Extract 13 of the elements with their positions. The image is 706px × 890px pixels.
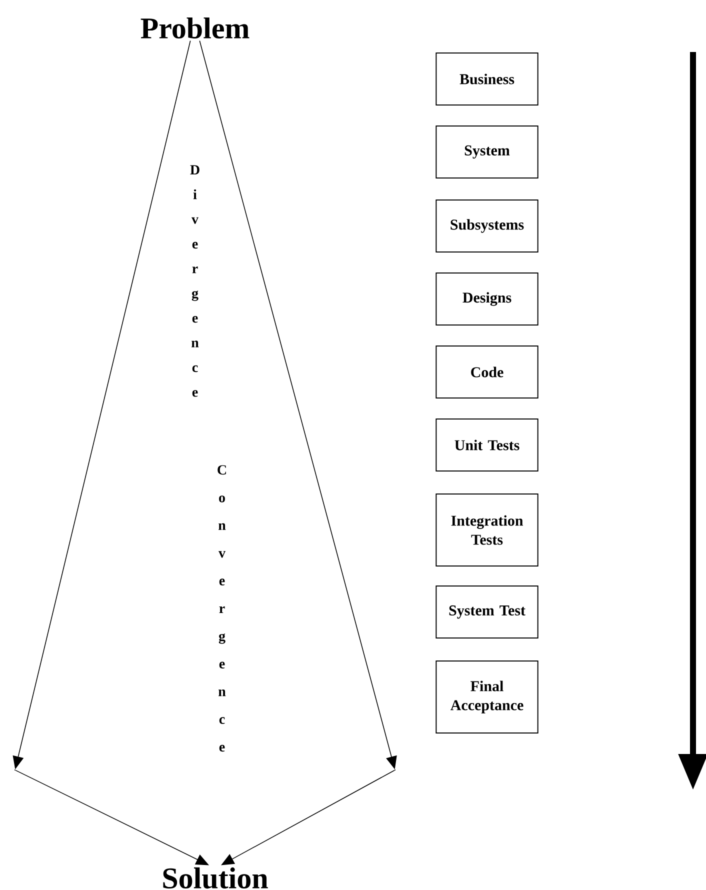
stage-box: Final Acceptance	[436, 660, 538, 734]
stage-box: Business	[436, 52, 538, 106]
stage-box: System	[436, 126, 538, 178]
terminal-label: Solution	[163, 867, 268, 889]
stage-box: Code	[436, 346, 538, 398]
stage-box: Integration Tests	[436, 494, 538, 566]
stage-box: System Test	[436, 586, 538, 638]
stage-box: Unit Tests	[436, 418, 538, 472]
vertical-label: Divergence	[190, 165, 200, 397]
vertical-label: Convergence	[218, 465, 226, 752]
stage-box: Subsystems	[436, 200, 538, 252]
stage-box: Designs	[436, 272, 538, 326]
terminal-label: Problem	[140, 17, 250, 39]
